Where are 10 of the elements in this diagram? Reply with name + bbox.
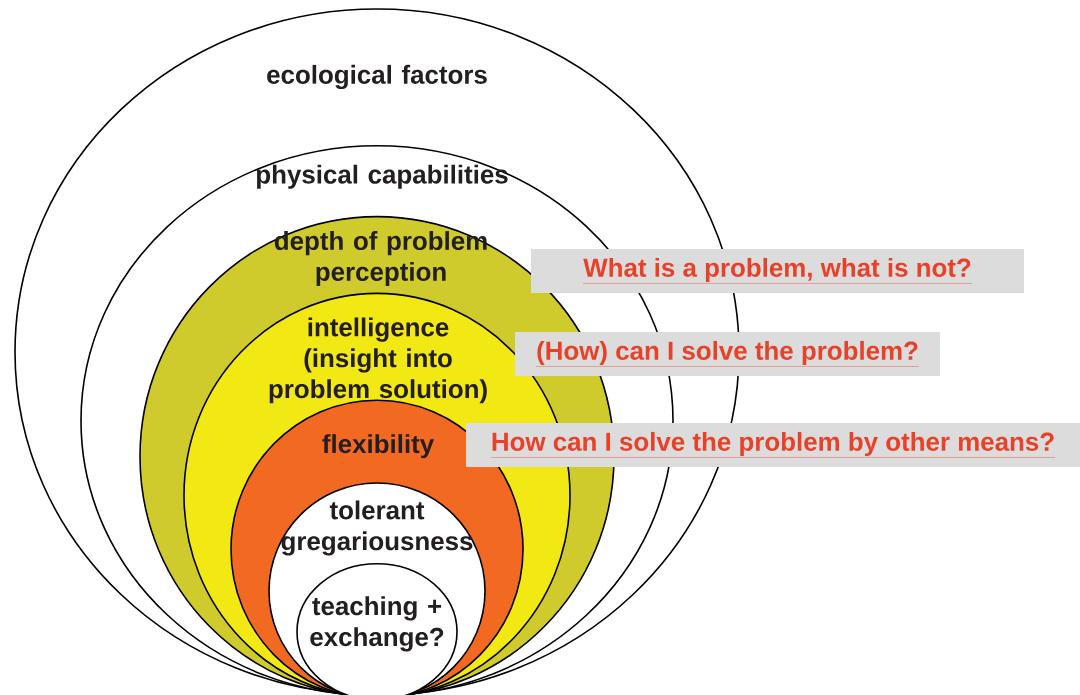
circle-label: physical capabilities	[257, 164, 508, 189]
circle-label: ecological factors	[267, 64, 487, 90]
circle-label: tolerant gregariousness	[281, 500, 473, 556]
question-box: What is a problem, what is not?	[531, 249, 1024, 293]
question-box: (How) can I solve the problem?	[515, 332, 940, 376]
circle-label: teaching + exchange?	[310, 596, 444, 652]
circle-label: intelligence (insight into problem solution)	[269, 317, 487, 404]
circle-label: depth of problem perception	[274, 231, 487, 287]
circle-label: flexibility	[322, 434, 434, 459]
question-box: How can I solve the problem by other means?	[466, 423, 1080, 467]
